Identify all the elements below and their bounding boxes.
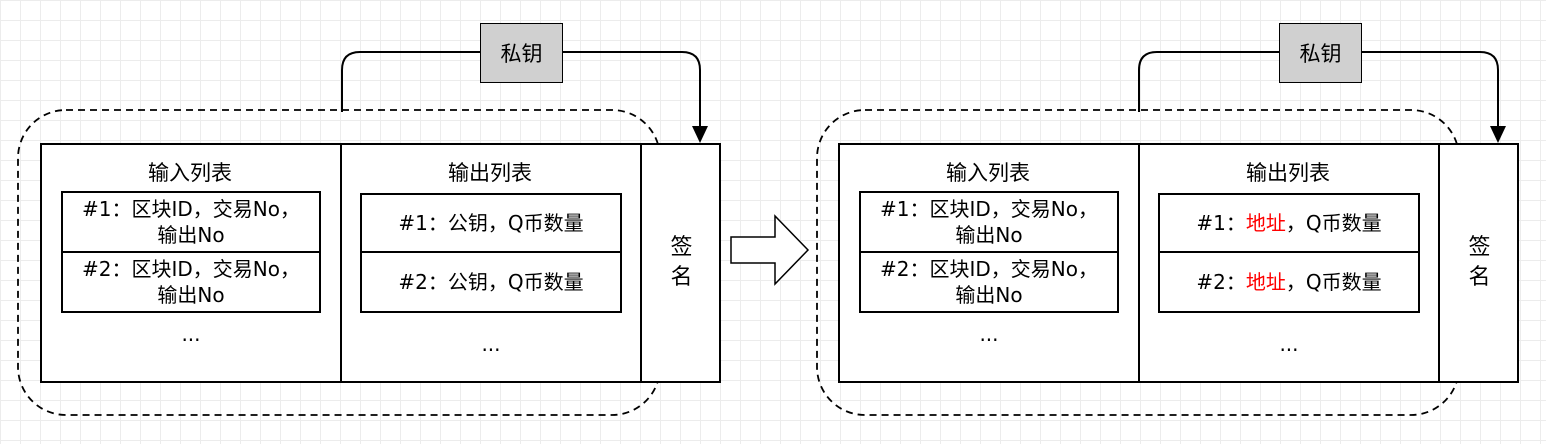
output-entry-prefix: #1： bbox=[398, 211, 448, 235]
output-entry: #1：公钥，Q币数量 bbox=[360, 193, 622, 253]
output-entry-recipient: 公钥 bbox=[447, 270, 488, 294]
input-entry-line: 输出No bbox=[157, 223, 225, 247]
input-entry: #1：区块ID，交易No， 输出No bbox=[859, 191, 1119, 253]
input-entry-line: 输出No bbox=[955, 283, 1023, 307]
private-key-label: 私钥 bbox=[500, 42, 543, 66]
input-entry-line: #2：区块ID，交易No， bbox=[82, 257, 300, 281]
output-entry-prefix: #1： bbox=[1196, 211, 1246, 235]
signature-char: 签 bbox=[670, 235, 693, 260]
input-entry-line: #2：区块ID，交易No， bbox=[880, 257, 1098, 281]
key-connector-left bbox=[341, 51, 701, 132]
signature-char: 名 bbox=[670, 265, 693, 290]
input-entry-line: #1：区块ID，交易No， bbox=[880, 197, 1098, 221]
output-list-title: 输出列表 bbox=[1246, 161, 1330, 185]
signature-cell: 签 名 bbox=[1440, 143, 1519, 383]
arrowhead-left bbox=[692, 126, 708, 143]
input-entry: #2：区块ID，交易No， 输出No bbox=[61, 251, 321, 313]
input-list-title: 输入列表 bbox=[148, 161, 232, 185]
output-entry: #1：地址，Q币数量 bbox=[1158, 193, 1420, 253]
output-entry-amount: ，Q币数量 bbox=[1285, 270, 1382, 294]
signature-char: 名 bbox=[1468, 265, 1491, 290]
output-entry: #2：公钥，Q币数量 bbox=[360, 251, 622, 313]
output-more: ... bbox=[481, 332, 501, 356]
output-entry-amount: ，Q币数量 bbox=[487, 211, 584, 235]
input-entry-line: 输出No bbox=[157, 283, 225, 307]
output-list-title: 输出列表 bbox=[448, 161, 532, 185]
column-divider bbox=[1138, 143, 1140, 383]
input-entry: #2：区块ID，交易No， 输出No bbox=[859, 251, 1119, 313]
input-list-title: 输入列表 bbox=[946, 161, 1030, 185]
output-entry-recipient: 公钥 bbox=[447, 211, 488, 235]
output-entry-prefix: #2： bbox=[1196, 270, 1246, 294]
input-entry-line: #1：区块ID，交易No， bbox=[82, 197, 300, 221]
input-more: ... bbox=[181, 322, 201, 346]
output-entry: #2：地址，Q币数量 bbox=[1158, 251, 1420, 313]
output-more: ... bbox=[1279, 332, 1299, 356]
output-entry-recipient: 地址 bbox=[1245, 211, 1286, 235]
column-divider bbox=[340, 143, 342, 383]
private-key-box: 私钥 bbox=[1279, 23, 1362, 83]
column-divider bbox=[640, 143, 642, 383]
output-entry-recipient: 地址 bbox=[1245, 270, 1286, 294]
transform-arrow bbox=[730, 214, 810, 286]
private-key-label: 私钥 bbox=[1299, 42, 1342, 66]
signature-cell: 签 名 bbox=[642, 143, 721, 383]
input-entry: #1：区块ID，交易No， 输出No bbox=[61, 191, 321, 253]
column-divider bbox=[1438, 143, 1440, 383]
output-entry-prefix: #2： bbox=[398, 270, 448, 294]
private-key-box: 私钥 bbox=[480, 23, 563, 83]
arrowhead-right bbox=[1490, 126, 1506, 143]
input-entry-line: 输出No bbox=[955, 223, 1023, 247]
output-entry-amount: ，Q币数量 bbox=[487, 270, 584, 294]
output-entry-amount: ，Q币数量 bbox=[1285, 211, 1382, 235]
key-connector-right bbox=[1138, 51, 1499, 132]
input-more: ... bbox=[979, 322, 999, 346]
signature-char: 签 bbox=[1468, 235, 1491, 260]
